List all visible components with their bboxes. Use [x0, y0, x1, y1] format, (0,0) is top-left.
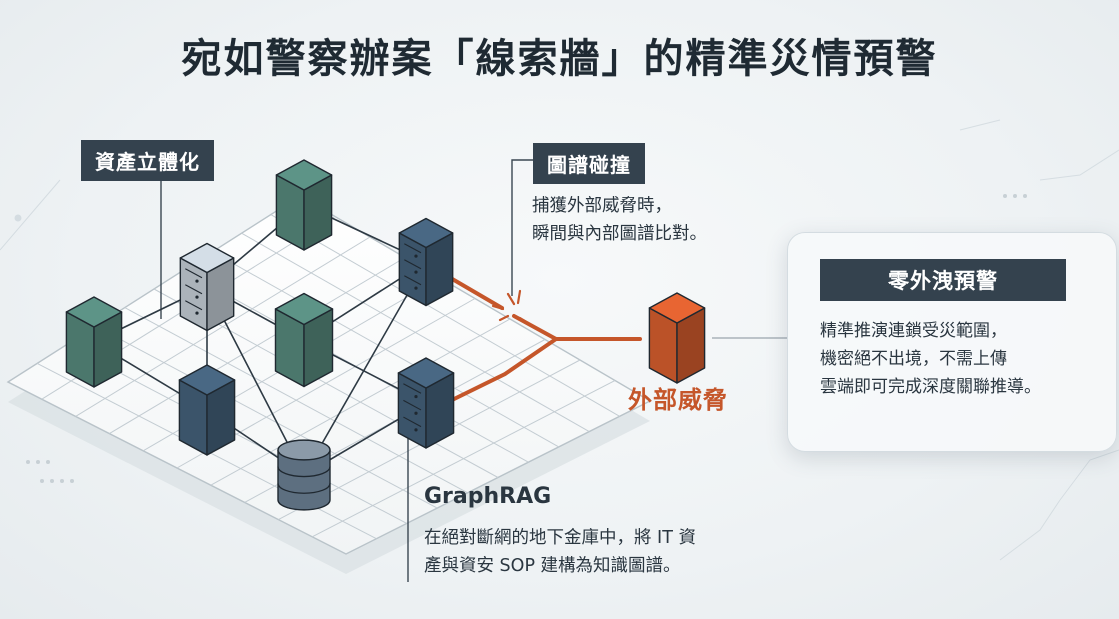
graphrag-line-1: 在絕對斷網的地下金庫中，將 IT 資: [424, 528, 696, 548]
warning-line-3: 雲端即可完成深度關聯推導。: [820, 377, 1041, 397]
warning-card-tag: 零外洩預警: [820, 259, 1066, 301]
collision-description: 捕獲外部威脅時， 瞬間與內部圖譜比對。: [532, 192, 707, 248]
asset-node-green-top: [275, 159, 333, 251]
threat-node-icon: [648, 292, 706, 384]
collision-line-2: 瞬間與內部圖譜比對。: [532, 224, 707, 244]
collision-section-tag: 圖譜碰撞: [533, 143, 645, 184]
page-title: 宛如警察辦案「線索牆」的精準災情預警: [181, 36, 938, 82]
asset-node-green-left: [65, 296, 123, 388]
threat-label: 外部威脅: [628, 386, 728, 414]
warning-line-2: 機密絕不出境，不需上傳: [820, 349, 1007, 369]
collision-callout-line: [511, 159, 533, 296]
database-icon: [277, 439, 331, 511]
warning-card: 零外洩預警 精準推演連鎖受災範圍， 機密絕不出境，不需上傳 雲端即可完成深度關聯…: [787, 232, 1117, 452]
collision-spark-icon: [491, 289, 530, 325]
warning-card-description: 精準推演連鎖受災範圍， 機密絕不出境，不需上傳 雲端即可完成深度關聯推導。: [820, 317, 1041, 401]
asset-node-slate-lower: [178, 364, 236, 456]
asset-node-server-lower: [397, 357, 455, 449]
warning-line-1: 精準推演連鎖受災範圍，: [820, 321, 1007, 341]
asset-section-tag: 資產立體化: [81, 140, 214, 181]
graphrag-description: 在絕對斷網的地下金庫中，將 IT 資 產與資安 SOP 建構為知識圖譜。: [424, 524, 696, 580]
background-dots: [26, 194, 1027, 483]
collision-line-1: 捕獲外部威脅時，: [532, 196, 672, 216]
asset-node-server-upper: [398, 217, 454, 307]
asset-node-green-center: [274, 292, 334, 388]
graphrag-label: GraphRAG: [424, 484, 552, 509]
graphrag-line-2: 產與資安 SOP 建構為知識圖譜。: [424, 556, 681, 576]
asset-node-server-gray: [179, 242, 235, 332]
